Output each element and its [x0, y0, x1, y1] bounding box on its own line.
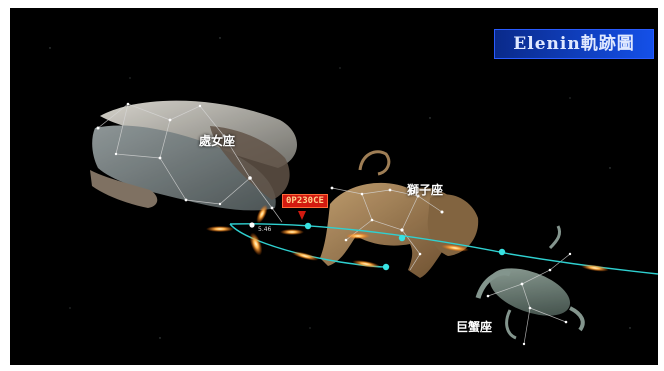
object-label: 0P230CE	[282, 194, 328, 208]
label-cancer: 巨蟹座	[456, 320, 493, 334]
cancer-figure	[475, 225, 585, 340]
comet-positions	[206, 204, 609, 272]
virgo-stars	[96, 102, 274, 210]
object-pointer	[298, 211, 306, 220]
cancer-stars	[486, 252, 572, 346]
label-leo: 獅子座	[407, 183, 444, 197]
virgo-figure	[90, 100, 297, 211]
leo-figure	[320, 150, 479, 278]
sky-view: Elenin軌跡圖 處女座 獅子座 巨蟹座 0P230CE 5.46	[10, 8, 658, 365]
star-chart	[49, 37, 658, 346]
label-virgo: 處女座	[199, 134, 236, 148]
leo-stars	[330, 186, 444, 256]
chart-title: Elenin軌跡圖	[494, 29, 654, 59]
orbit-nodes	[249, 222, 506, 271]
position-label: 5.46	[258, 226, 272, 233]
